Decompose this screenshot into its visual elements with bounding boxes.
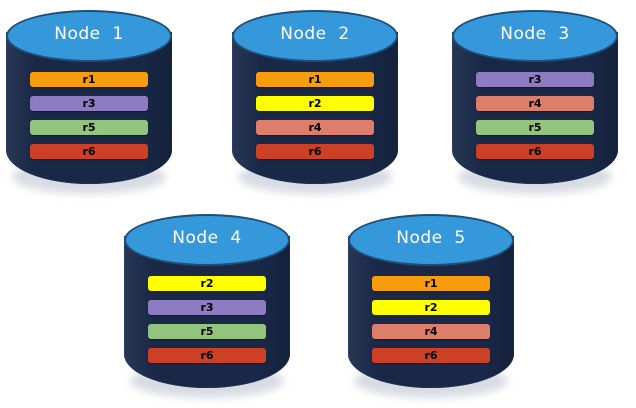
replica-label: r2 [308,97,322,110]
replica-label: r5 [528,121,542,134]
replica-bar-r1[interactable]: r1 [372,276,490,291]
cylinder-top-ellipse [6,10,172,62]
node-label: Node 3 [500,24,570,44]
replica-label: r4 [308,121,322,134]
replica-label: r3 [200,301,214,314]
replica-label: r5 [200,325,214,338]
replica-bar-r6[interactable]: r6 [372,348,490,363]
replica-bar-r6[interactable]: r6 [256,144,374,159]
cylinder-top-ellipse [452,10,618,62]
replica-bar-list: r2 r3 r5 r6 [148,276,266,363]
replica-bar-r1[interactable]: r1 [30,72,148,87]
replica-bar-list: r1 r2 r4 r6 [372,276,490,363]
replica-bar-r6[interactable]: r6 [476,144,594,159]
replica-label: r2 [200,277,214,290]
replica-bar-list: r3 r4 r5 r6 [476,72,594,159]
replica-bar-r6[interactable]: r6 [148,348,266,363]
replica-label: r3 [528,73,542,86]
node-label: Node 1 [54,24,124,44]
node-label: Node 5 [396,228,466,248]
replica-label: r3 [82,97,96,110]
replica-bar-r6[interactable]: r6 [30,144,148,159]
replica-bar-r2[interactable]: r2 [148,276,266,291]
replica-bar-r5[interactable]: r5 [476,120,594,135]
replica-bar-r4[interactable]: r4 [476,96,594,111]
replica-label: r4 [528,97,542,110]
replica-bar-list: r1 r3 r5 r6 [30,72,148,159]
replica-label: r2 [424,301,438,314]
database-node-5[interactable]: Node 5 r1 r2 r4 r6 [348,214,514,400]
replica-label: r6 [82,145,96,158]
database-node-2[interactable]: Node 2 r1 r2 r4 r6 [232,10,398,196]
replica-label: r6 [424,349,438,362]
database-node-4[interactable]: Node 4 r2 r3 r5 r6 [124,214,290,400]
replica-label: r1 [424,277,438,290]
replica-bar-r2[interactable]: r2 [256,96,374,111]
replica-bar-list: r1 r2 r4 r6 [256,72,374,159]
database-node-1[interactable]: Node 1 r1 r3 r5 r6 [6,10,172,196]
replica-bar-r3[interactable]: r3 [148,300,266,315]
replica-label: r1 [82,73,96,86]
replica-bar-r3[interactable]: r3 [476,72,594,87]
node-label: Node 4 [172,228,242,248]
replica-label: r1 [308,73,322,86]
replica-label: r5 [82,121,96,134]
replica-label: r4 [424,325,438,338]
node-label: Node 2 [280,24,350,44]
replica-bar-r1[interactable]: r1 [256,72,374,87]
replica-bar-r3[interactable]: r3 [30,96,148,111]
replica-bar-r5[interactable]: r5 [148,324,266,339]
cylinder-top-ellipse [124,214,290,266]
replica-bar-r4[interactable]: r4 [372,324,490,339]
cylinder-top-ellipse [348,214,514,266]
database-node-3[interactable]: Node 3 r3 r4 r5 r6 [452,10,618,196]
replica-label: r6 [200,349,214,362]
replica-bar-r4[interactable]: r4 [256,120,374,135]
cylinder-top-ellipse [232,10,398,62]
replica-label: r6 [528,145,542,158]
replica-bar-r5[interactable]: r5 [30,120,148,135]
replica-bar-r2[interactable]: r2 [372,300,490,315]
replica-label: r6 [308,145,322,158]
